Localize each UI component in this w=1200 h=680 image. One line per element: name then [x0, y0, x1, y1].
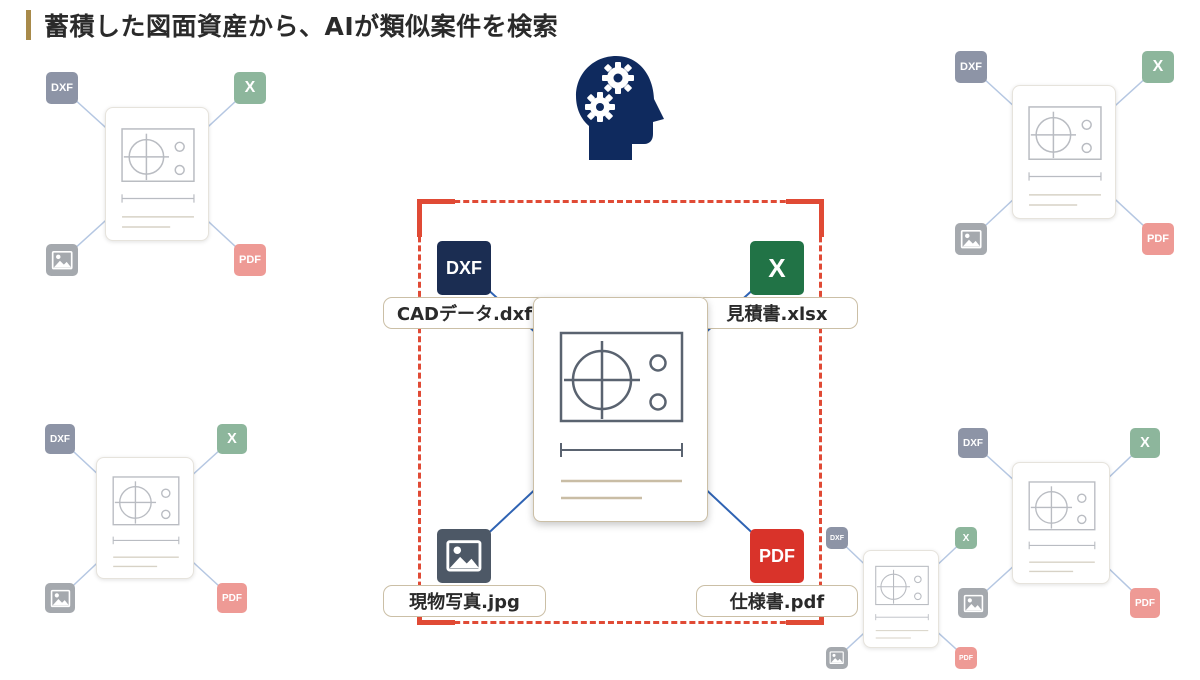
center-excel-badge: X	[750, 241, 804, 295]
dxf-icon: DXF	[50, 433, 70, 445]
image-icon	[50, 589, 70, 607]
technical-drawing-icon	[559, 331, 684, 500]
title-accent-bar	[26, 10, 31, 40]
pdf-icon: PDF	[759, 545, 795, 566]
top-left-image-badge	[46, 244, 78, 276]
image-icon	[829, 651, 845, 665]
pdf-icon: PDF	[239, 254, 261, 266]
top-right-excel-badge: X	[1142, 51, 1174, 83]
label-spec: 仕様書.pdf	[696, 585, 858, 617]
center-image-badge	[437, 529, 491, 583]
search-focus-frame	[418, 200, 822, 624]
dxf-icon: DXF	[830, 534, 844, 542]
center-dxf-badge: DXF	[437, 241, 491, 295]
bottom-right-drawing-document	[1012, 462, 1110, 584]
page-title: 蓄積した図面資産から、AIが類似案件を検索	[44, 12, 559, 41]
center-drawing-document	[533, 297, 708, 522]
small-image-badge	[826, 647, 848, 669]
excel-icon: X	[1140, 435, 1150, 451]
top-right-image-badge	[955, 223, 987, 255]
bottom-right-pdf-badge: PDF	[1130, 588, 1160, 618]
small-dxf-badge: DXF	[826, 527, 848, 549]
bottom-left-dxf-badge: DXF	[45, 424, 75, 454]
pdf-icon: PDF	[959, 654, 973, 662]
bottom-left-pdf-badge: PDF	[217, 583, 247, 613]
dxf-icon: DXF	[963, 437, 983, 449]
bottom-right-dxf-badge: DXF	[958, 428, 988, 458]
small-pdf-badge: PDF	[955, 647, 977, 669]
center-pdf-badge: PDF	[750, 529, 804, 583]
focus-corner-top-right	[786, 199, 824, 237]
excel-icon: X	[227, 431, 237, 447]
excel-icon: X	[962, 532, 970, 544]
excel-icon: X	[1152, 58, 1164, 75]
excel-icon: X	[244, 79, 256, 96]
bottom-left-excel-badge: X	[217, 424, 247, 454]
top-left-dxf-badge: DXF	[46, 72, 78, 104]
top-right-pdf-badge: PDF	[1142, 223, 1174, 255]
head-with-gears-icon	[576, 56, 664, 160]
image-icon	[960, 229, 982, 249]
dxf-icon: DXF	[51, 82, 73, 94]
top-left-pdf-badge: PDF	[234, 244, 266, 276]
small-excel-badge: X	[955, 527, 977, 549]
small-drawing-document	[863, 550, 939, 648]
technical-drawing-icon	[121, 128, 195, 228]
dxf-icon: DXF	[960, 61, 982, 73]
top-left-drawing-document	[105, 107, 209, 241]
pdf-icon: PDF	[1147, 233, 1169, 245]
technical-drawing-icon	[875, 565, 929, 639]
dxf-icon: DXF	[446, 257, 482, 278]
focus-corner-top-left	[417, 199, 455, 237]
image-icon	[51, 250, 73, 270]
bottom-right-excel-badge: X	[1130, 428, 1160, 458]
technical-drawing-icon	[112, 476, 180, 568]
bottom-left-drawing-document	[96, 457, 194, 579]
technical-drawing-icon	[1028, 106, 1102, 206]
pdf-icon: PDF	[1135, 597, 1155, 609]
label-cad-data: CADデータ.dxf	[383, 297, 546, 329]
label-photo: 現物写真.jpg	[383, 585, 546, 617]
technical-drawing-icon	[1028, 481, 1096, 573]
top-right-drawing-document	[1012, 85, 1116, 219]
image-icon	[446, 540, 482, 572]
top-left-excel-badge: X	[234, 72, 266, 104]
label-estimate: 見積書.xlsx	[696, 297, 858, 329]
top-right-dxf-badge: DXF	[955, 51, 987, 83]
bottom-left-image-badge	[45, 583, 75, 613]
excel-icon: X	[768, 252, 786, 283]
bottom-right-image-badge	[958, 588, 988, 618]
pdf-icon: PDF	[222, 592, 242, 604]
image-icon	[963, 594, 983, 612]
